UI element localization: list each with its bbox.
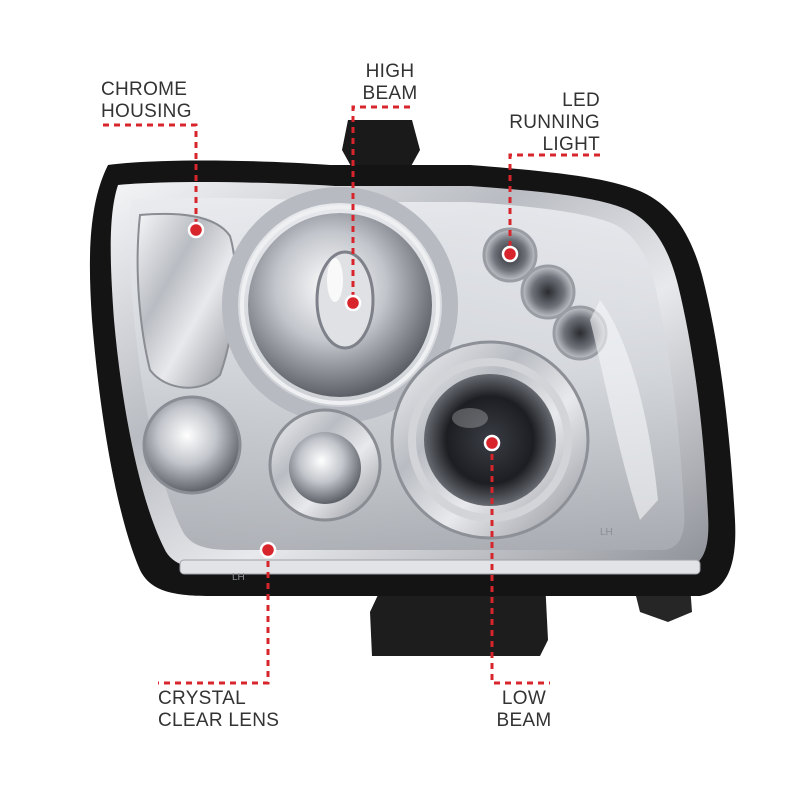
lens-marking-left: LH (232, 572, 245, 583)
label-crystal-line1: CRYSTAL (158, 688, 246, 709)
callout-line-chrome-housing (103, 123, 198, 228)
top-mount-tab (342, 120, 420, 168)
right-lens-reflection (590, 300, 658, 520)
low-beam-glint (452, 408, 488, 428)
bottom-chrome-strip (179, 559, 701, 575)
callout-line-crystal-lens (158, 550, 270, 685)
left-reflector (136, 212, 237, 389)
callout-line-low-beam (490, 443, 550, 685)
label-low-beam-line1: LOW (501, 688, 547, 709)
label-chrome-housing: CHROME HOUSING (101, 79, 192, 123)
label-chrome-housing-line2: HOUSING (101, 101, 192, 122)
callout-dot-high-beam (344, 294, 362, 312)
callout-dot-crystal-lens (259, 541, 277, 559)
callout-dot-low-beam (483, 434, 501, 452)
label-low-beam-line2: BEAM (496, 710, 552, 731)
label-led-line1: LED (562, 90, 600, 111)
high-beam-bulb (315, 250, 375, 350)
high-beam-halo-ring-inner (240, 205, 440, 405)
callout-dot-led (501, 245, 519, 263)
label-low-beam: LOW BEAM (494, 688, 554, 732)
bottom-mount-tab (370, 580, 548, 656)
low-beam-halo-ring (408, 358, 572, 522)
label-high-beam-line1: HIGH (365, 61, 415, 82)
label-chrome-housing-line1: CHROME (101, 79, 188, 100)
callout-dot-chrome-housing (187, 221, 205, 239)
label-led-line2: RUNNING (509, 112, 600, 133)
turn-signal-bulb (289, 432, 361, 504)
label-led-running-light: LED RUNNING LIGHT (500, 90, 600, 156)
label-crystal-clear-lens: CRYSTAL CLEAR LENS (158, 688, 279, 732)
lower-left-reflector (142, 395, 242, 495)
label-high-beam: HIGH BEAM (360, 61, 420, 105)
led-running-light-2 (520, 264, 576, 320)
label-crystal-line2: CLEAR LENS (158, 710, 280, 731)
high-beam-glint (327, 258, 343, 302)
callout-line-led (508, 153, 600, 252)
label-led-line3: LIGHT (542, 134, 600, 155)
lens-marking-right: LH (600, 527, 613, 538)
label-high-beam-line2: BEAM (362, 83, 418, 104)
callout-line-high-beam (351, 105, 410, 303)
